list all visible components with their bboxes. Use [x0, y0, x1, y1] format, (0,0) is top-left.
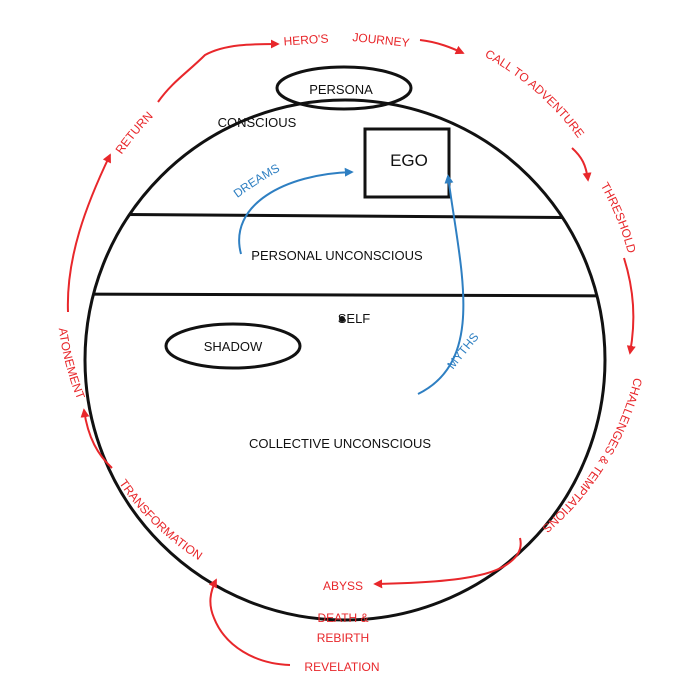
ego-box: [363, 127, 451, 199]
self-dot: [339, 316, 345, 322]
death-rebirth-label-1: DEATH &: [317, 611, 368, 625]
threshold-label: THRESHOLD: [598, 180, 639, 255]
conscious-label: CONSCIOUS: [218, 115, 297, 130]
arrow-to-atonement: [80, 408, 113, 469]
unconscious-divider: [85, 292, 605, 298]
heros-label: HERO'S: [283, 31, 329, 48]
psyche-circle: [83, 98, 607, 622]
myths-label: MYTHS: [444, 330, 481, 372]
transformation-label: TRANSFORMATION: [116, 477, 204, 563]
arrow-to-return: [66, 153, 111, 313]
dreams-label: DREAMS: [231, 161, 282, 201]
conscious-divider: [85, 212, 605, 220]
abyss-label: ABYSS: [323, 579, 363, 593]
persona-label: PERSONA: [309, 82, 373, 97]
arrow-to-threshold: [571, 147, 592, 182]
shadow-label: SHADOW: [204, 339, 263, 354]
myths-arrow: [417, 174, 465, 395]
psyche-sphere: [83, 98, 607, 622]
arrow-journey-to-call: [419, 39, 465, 55]
ego-label: EGO: [390, 151, 428, 170]
journey-label: JOURNEY: [352, 30, 410, 50]
arrow-revelation-to-transformation: [208, 578, 291, 666]
self-label: SELF: [338, 311, 371, 326]
shadow-ellipse: [164, 322, 302, 370]
challenges-label: CHALLENGES & TEMPTATIONS: [540, 376, 645, 535]
collective-unconscious-label: COLLECTIVE UNCONSCIOUS: [249, 436, 431, 451]
death-rebirth-label-2: REBIRTH: [317, 631, 369, 645]
journey-arrows: [66, 39, 636, 666]
dreams-arrow: [238, 167, 354, 255]
personal-unconscious-label: PERSONAL UNCONSCIOUS: [251, 248, 423, 263]
call-to-adventure-label: CALL TO ADVENTURE: [483, 47, 587, 141]
arrow-return-to-heros: [157, 39, 280, 103]
return-label: RETURN: [113, 109, 156, 157]
arrow-to-challenges: [623, 257, 636, 355]
persona-ellipse: [275, 65, 413, 111]
arrow-to-abyss: [373, 537, 522, 589]
atonement-label: ATONEMENT: [56, 327, 88, 402]
revelation-label: REVELATION: [304, 660, 379, 674]
